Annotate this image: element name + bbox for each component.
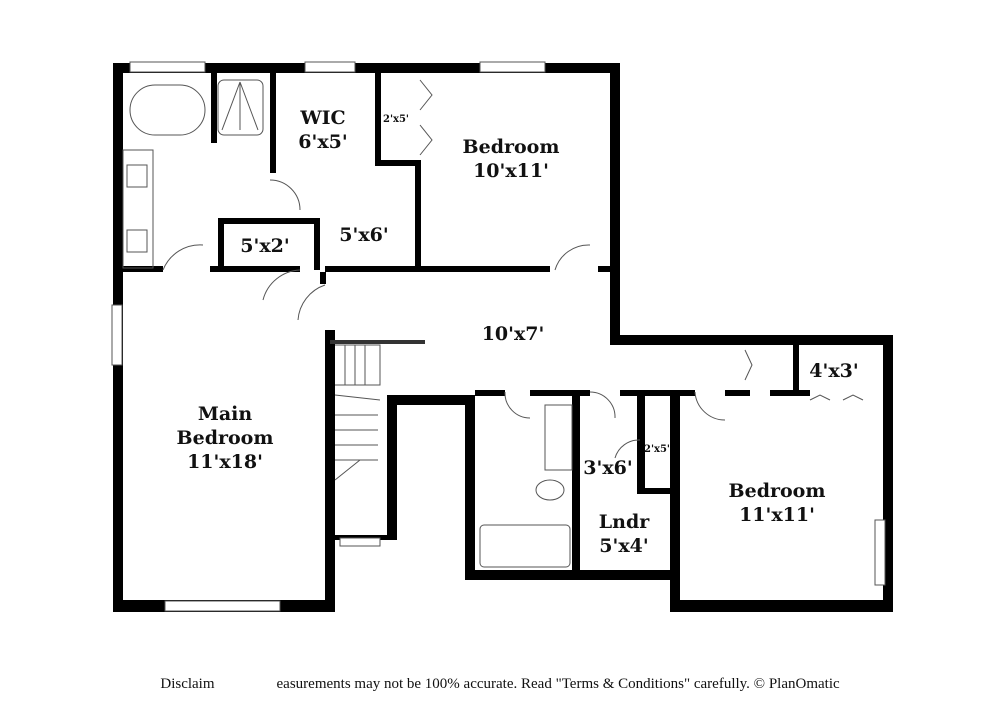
room-size-closet-c: 4'x3' <box>809 360 858 382</box>
room-size-closet-d: 2'x5' <box>644 444 670 455</box>
room-name-bedroom-2: Bedroom <box>463 136 560 158</box>
room-size-bedroom-2: 10'x11' <box>473 160 549 182</box>
room-size-bath-2: 3'x6' <box>583 457 632 479</box>
room-size-hallway: 10'x7' <box>482 323 545 345</box>
room-size-closet-b: 5'x2' <box>240 235 289 257</box>
walls <box>113 63 893 612</box>
room-size-laundry: 5'x4' <box>599 535 648 557</box>
room-name-bedroom-3: Bedroom <box>729 480 826 502</box>
disclaimer-left: Disclaim <box>160 676 215 692</box>
room-size-wic: 6'x5' <box>298 131 347 153</box>
room-size-bath-area: 5'x6' <box>339 224 388 246</box>
fixtures <box>122 79 864 568</box>
room-name-main-2: Bedroom <box>177 427 274 449</box>
room-name-laundry: Lndr <box>599 511 650 533</box>
room-size-closet-a: 2'x5' <box>383 114 409 125</box>
disclaimer-right: easurements may not be 100% accurate. Re… <box>276 676 840 692</box>
room-size-bedroom-3: 11'x11' <box>739 504 815 526</box>
windows <box>111 61 886 612</box>
disclaimer: Disclaim easurements may not be 100% accu… <box>0 676 1000 693</box>
room-name-main-1: Main <box>198 403 253 425</box>
room-name-wic: WIC <box>299 107 345 129</box>
room-labels: WIC 6'x5' Bedroom 10'x11' 2'x5' 5'x2' 5'… <box>177 107 859 557</box>
room-size-main: 11'x18' <box>187 451 263 473</box>
